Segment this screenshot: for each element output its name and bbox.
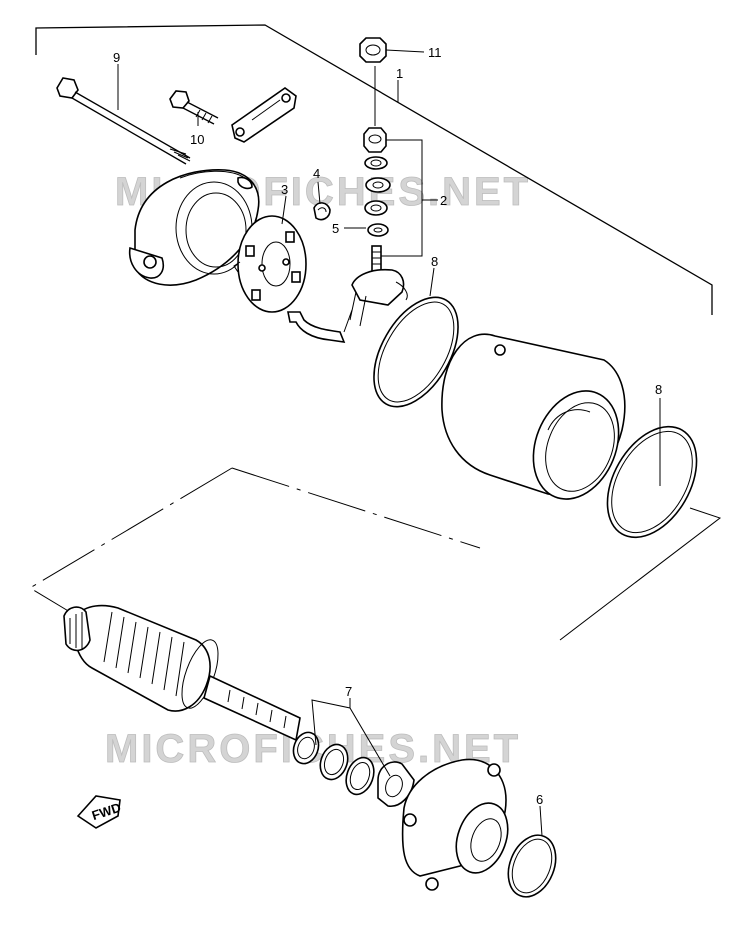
callout-8-upper: 8 bbox=[431, 254, 438, 269]
callout-4: 4 bbox=[313, 166, 320, 181]
callout-1: 1 bbox=[396, 66, 403, 81]
callout-6: 6 bbox=[536, 792, 543, 807]
yoke-housing bbox=[441, 333, 626, 500]
callout-8-lower: 8 bbox=[655, 382, 662, 397]
callout-7: 7 bbox=[345, 684, 352, 699]
top-nut bbox=[359, 37, 387, 63]
callout-5: 5 bbox=[332, 221, 339, 236]
assembly-plane-lower bbox=[29, 467, 722, 641]
rear-end-cover bbox=[128, 169, 260, 286]
terminal-bolt-and-lead bbox=[287, 245, 408, 343]
terminal-bracket bbox=[231, 87, 297, 143]
callout-3: 3 bbox=[281, 182, 288, 197]
washer-set bbox=[292, 731, 415, 807]
callout-11: 11 bbox=[428, 45, 442, 60]
callout-labels: 11 1 2 3 4 5 6 7 8 8 9 10 bbox=[113, 45, 662, 807]
o-ring-front bbox=[507, 834, 557, 898]
brush-holder-plate bbox=[233, 215, 307, 313]
terminal-nut-washer-set bbox=[363, 127, 391, 237]
callout-2: 2 bbox=[440, 193, 447, 208]
armature bbox=[63, 604, 301, 742]
front-housing bbox=[401, 758, 509, 891]
brush-spring bbox=[313, 202, 331, 221]
assembly-frame-upper bbox=[35, 24, 713, 315]
leader-lines bbox=[117, 49, 661, 837]
long-bolt bbox=[56, 77, 191, 165]
o-ring-lower bbox=[606, 425, 698, 539]
callout-10: 10 bbox=[190, 132, 204, 147]
short-bolt bbox=[169, 90, 219, 125]
fwd-direction-marker: FWD bbox=[76, 795, 123, 829]
callout-9: 9 bbox=[113, 50, 120, 65]
o-ring-upper bbox=[373, 296, 459, 408]
